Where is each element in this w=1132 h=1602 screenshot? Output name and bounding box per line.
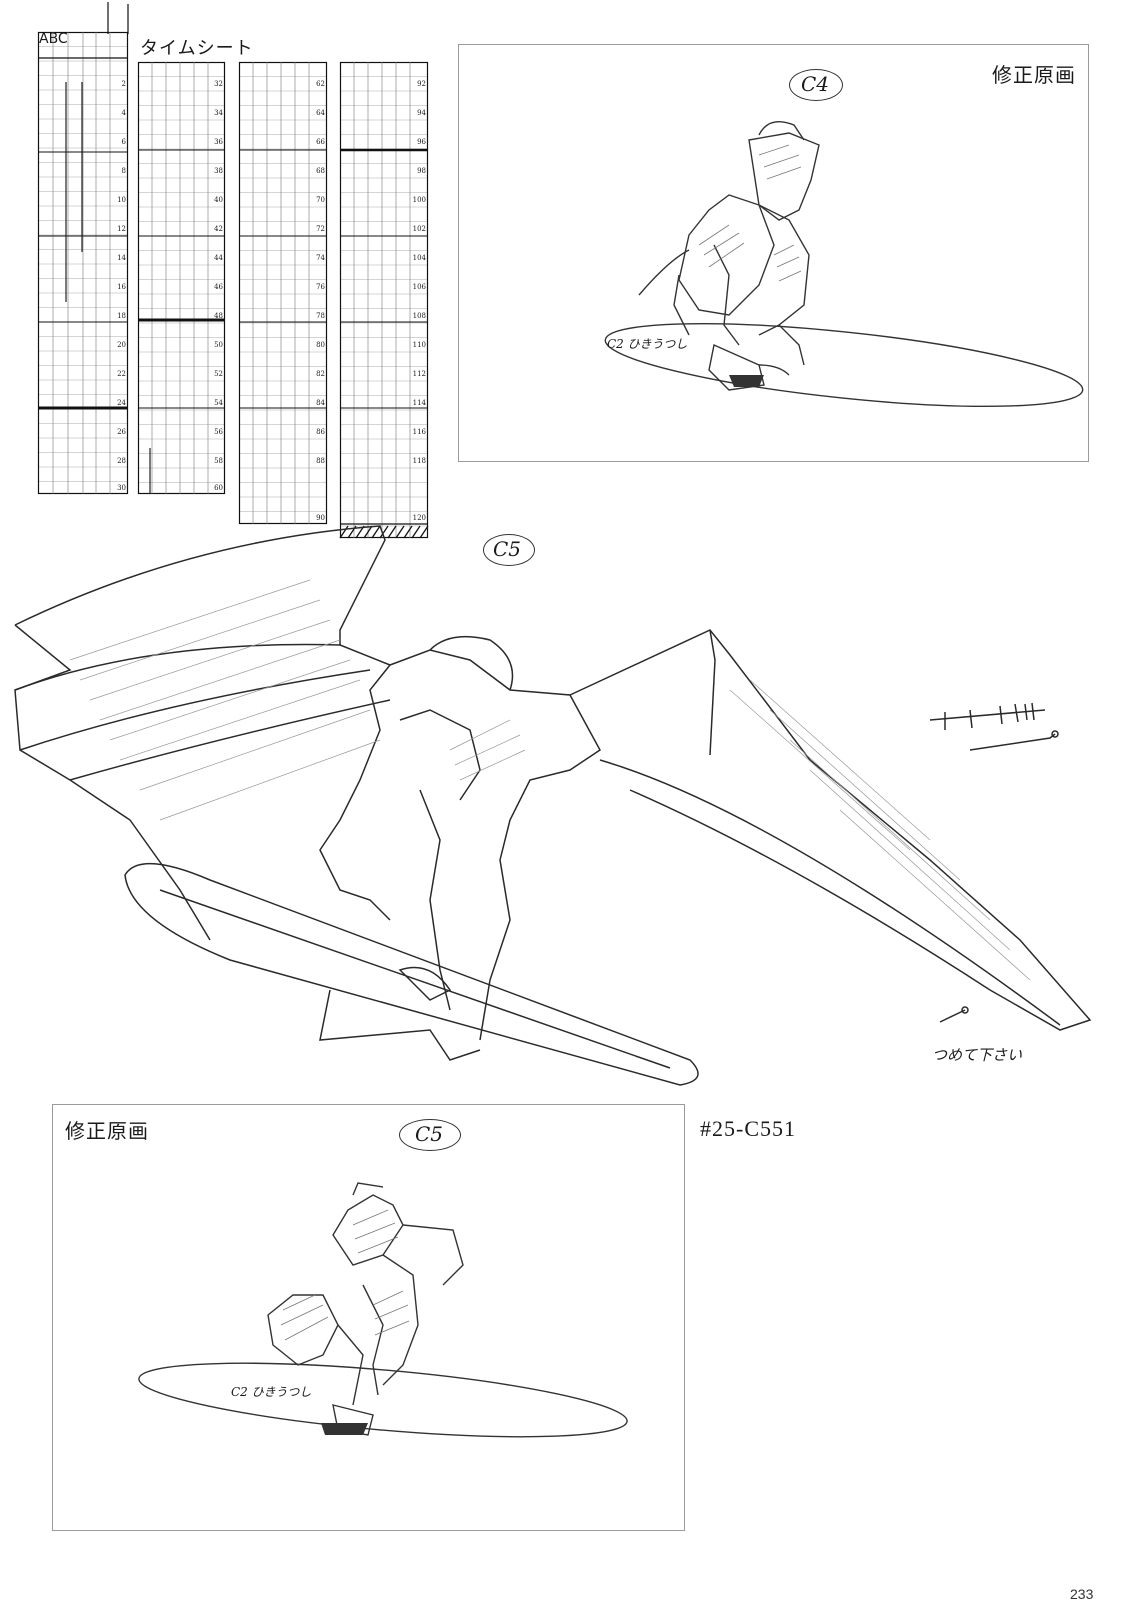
frame-number: 78 [316,312,325,320]
frame-number: 102 [412,225,426,233]
frame-number: 56 [214,428,223,436]
frame-number: 12 [117,225,126,233]
frame-number: 74 [316,254,325,262]
frame-number: 104 [412,254,426,262]
frame-number: 6 [121,138,126,146]
frame-number: 120 [412,514,426,522]
frame-number: 90 [316,514,325,522]
frame-number: 112 [412,370,426,378]
timesheet-grid-1 [37,2,129,495]
frame-number: 100 [412,196,426,204]
frame-bottom-label: 修正原画 [65,1119,149,1143]
frame-number: 48 [214,312,223,320]
main-winged-figure-sketch [14,525,1092,1086]
frame-number: 34 [214,109,223,117]
frame-number: 72 [316,225,325,233]
frame-bottom-scribble: C2 ひきうつし [231,1385,312,1399]
frame-number: 106 [412,283,426,291]
frame-number: 86 [316,428,325,436]
frame-number: 110 [412,341,426,349]
frame-number: 92 [417,80,426,88]
frame-number: 98 [417,167,426,175]
frame-top-scribble: C2 ひきうつし [607,337,688,351]
frame-number: 36 [214,138,223,146]
frame-number: 68 [316,167,325,175]
frame-number: 114 [412,399,426,407]
frame-number: 20 [117,341,126,349]
timesheet-grid-4 [339,61,429,539]
frame-bottom-sketch [138,1182,628,1438]
frame-number: 118 [412,457,426,465]
main-instruction-note: つめて下さい [932,1046,1023,1064]
frame-number: 88 [316,457,325,465]
frame-top-cut-note: C4 [789,69,843,101]
frame-number: 10 [117,196,126,204]
frame-number: 82 [316,370,325,378]
frame-number: 116 [412,428,426,436]
frame-number: 30 [117,484,126,492]
timesheet-column-2: 32 34 36 38 40 42 44 46 48 50 52 54 56 5… [137,61,226,495]
frame-number: 76 [316,283,325,291]
frame-number: 28 [117,457,126,465]
frame-number: 108 [412,312,426,320]
frame-number: 52 [214,370,223,378]
frame-top-cut-text: C4 [801,72,830,96]
correction-frame-top: 修正原画 C4 C2 ひきうつし [458,44,1089,462]
timesheet-grid-3 [238,61,328,525]
timesheet-grid-2 [137,61,226,495]
timesheet-column-1: 2 4 6 8 10 12 14 16 18 20 22 24 26 28 30 [37,2,129,495]
frame-number: 40 [214,196,223,204]
timesheet-column-4: 92 94 96 98 100 102 104 106 108 110 112 … [339,61,429,539]
frame-number: 16 [117,283,126,291]
timesheet-column-3: 62 64 66 68 70 72 74 76 78 80 82 84 86 8… [238,61,328,525]
frame-number: 94 [417,109,426,117]
scene-code: #25-C551 [700,1116,796,1141]
frame-number: 66 [316,138,325,146]
main-cut-text: C5 [493,537,522,561]
frame-number: 84 [316,399,325,407]
frame-top-sketch [604,121,1084,408]
frame-number: 24 [117,399,126,407]
frame-number: 60 [214,484,223,492]
frame-number: 42 [214,225,223,233]
frame-number: 38 [214,167,223,175]
timesheet: ABC タイムシート 2 4 6 8 10 12 14 16 18 20 22 [37,2,438,539]
frame-number: 4 [121,109,126,117]
frame-number: 8 [121,167,126,175]
frame-number: 44 [214,254,223,262]
frame-number: 26 [117,428,126,436]
frame-number: 46 [214,283,223,291]
frame-top-label: 修正原画 [992,63,1076,87]
page-number: 233 [1070,1586,1094,1602]
frame-number: 2 [121,80,126,88]
frame-number: 32 [214,80,223,88]
frame-number: 96 [417,138,426,146]
correction-frame-bottom: 修正原画 C5 C2 ひきうつし [52,1104,685,1531]
frame-number: 18 [117,312,126,320]
timesheet-title: タイムシート [140,38,254,59]
frame-number: 50 [214,341,223,349]
frame-number: 64 [316,109,325,117]
frame-bottom-cut-text: C5 [415,1122,444,1146]
frame-number: 62 [316,80,325,88]
frame-number: 22 [117,370,126,378]
frame-bottom-cut-note: C5 [399,1119,461,1151]
frame-number: 14 [117,254,126,262]
frame-number: 54 [214,399,223,407]
frame-number: 80 [316,341,325,349]
frame-number: 70 [316,196,325,204]
frame-number: 58 [214,457,223,465]
timesheet-column-header: ABC [39,31,68,47]
main-cut-note: C5 [483,534,537,566]
